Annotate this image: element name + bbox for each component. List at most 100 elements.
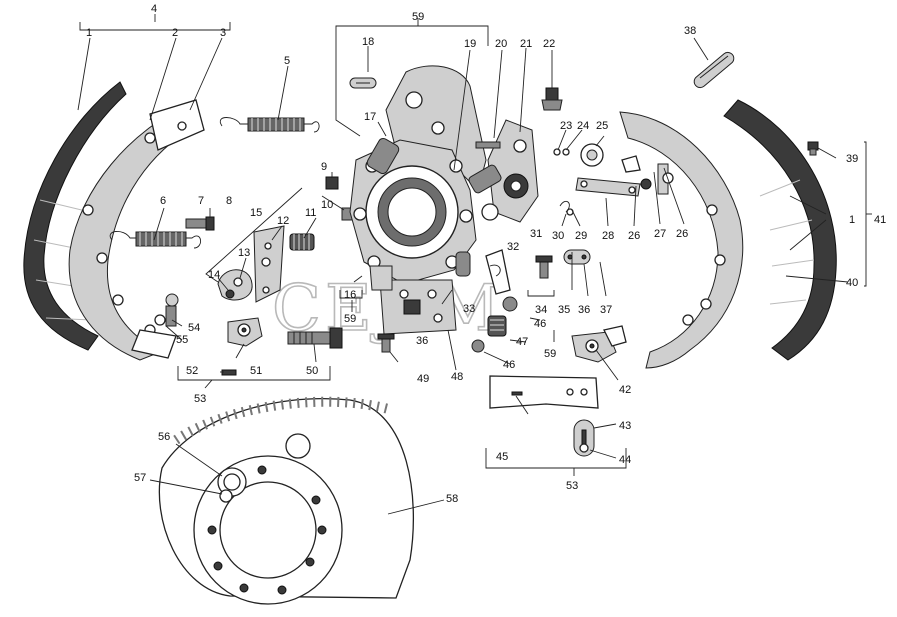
bracket-32 (485, 249, 511, 295)
pin-38 (693, 51, 735, 89)
key-18 (349, 77, 377, 89)
callout-39: 39 (846, 153, 858, 165)
worm-shaft-50 (287, 327, 343, 349)
callout-2: 2 (172, 27, 178, 39)
callout-43: 43 (619, 420, 631, 432)
key-20 (475, 141, 501, 149)
callout-48: 48 (451, 371, 463, 383)
callout-30: 30 (552, 230, 564, 242)
callout-35: 35 (558, 304, 570, 316)
washer-46 (471, 296, 518, 353)
callout-6: 6 (160, 195, 166, 207)
callout-55: 55 (176, 334, 188, 346)
callout-47: 47 (516, 336, 528, 348)
callout-59-left: 59 (344, 313, 356, 325)
nut-9 (325, 176, 339, 190)
callout-1: 1 (86, 27, 92, 39)
callout-4: 4 (151, 3, 157, 15)
callout-20: 20 (495, 38, 507, 50)
callout-21: 21 (520, 38, 532, 50)
callout-34: 34 (535, 304, 547, 316)
spring-29-30 (559, 200, 574, 216)
slot-plate-35-37 (563, 249, 591, 265)
callout-1-right: 1 (849, 214, 855, 226)
callout-36-b: 36 (416, 335, 428, 347)
bolt-7 (185, 216, 215, 231)
callout-31: 31 (530, 228, 542, 240)
callout-19: 19 (464, 38, 476, 50)
slotted-plate-43-44 (573, 419, 595, 457)
callout-9: 9 (321, 161, 327, 173)
right-brake-lining (723, 99, 837, 361)
spring-47 (487, 315, 507, 337)
callout-46-b: 46 (503, 359, 515, 371)
lower-return-spring (109, 231, 201, 249)
rivet-39 (807, 141, 819, 156)
callout-5: 5 (284, 55, 290, 67)
callout-53-left: 53 (194, 393, 206, 405)
bolt-52 (221, 369, 237, 376)
callout-26-b: 26 (676, 228, 688, 240)
left-brake-lining (23, 81, 127, 351)
cam-plate-12-13 (217, 225, 285, 303)
callout-13: 13 (238, 247, 250, 259)
grease-fitting-22 (541, 87, 563, 111)
callout-17: 17 (364, 111, 376, 123)
callout-59-top: 59 (412, 11, 424, 23)
callout-59-right: 59 (544, 348, 556, 360)
callout-54: 54 (188, 322, 200, 334)
callout-25: 25 (596, 120, 608, 132)
callout-58: 58 (446, 493, 458, 505)
brake-support-bracket (349, 65, 487, 285)
adjusting-lever-51 (227, 317, 263, 347)
callout-52: 52 (186, 365, 198, 377)
callout-28: 28 (602, 230, 614, 242)
callout-41: 41 (874, 214, 886, 226)
left-brake-shoe (68, 99, 205, 361)
plate-45 (489, 375, 599, 409)
bolt-49 (377, 333, 395, 353)
callout-8: 8 (226, 195, 232, 207)
callout-7: 7 (198, 195, 204, 207)
callout-36-a: 36 (578, 304, 590, 316)
right-brake-shoe (619, 111, 744, 369)
callout-37: 37 (600, 304, 612, 316)
anchor-pin-54-55 (154, 293, 179, 327)
callout-24: 24 (577, 120, 589, 132)
anchor-bracket-48 (369, 265, 457, 335)
callout-23: 23 (560, 120, 572, 132)
callout-29: 29 (575, 230, 587, 242)
callout-40: 40 (846, 277, 858, 289)
callout-12: 12 (277, 215, 289, 227)
callout-38: 38 (684, 25, 696, 37)
callout-51: 51 (250, 365, 262, 377)
bolt-34 (535, 255, 553, 279)
callout-32: 32 (507, 241, 519, 253)
callout-45: 45 (496, 451, 508, 463)
brake-drum (158, 396, 415, 605)
adjusting-lever-42 (571, 325, 627, 363)
callout-3: 3 (220, 27, 226, 39)
upper-return-spring (219, 117, 320, 133)
callout-11: 11 (305, 207, 316, 219)
callout-33: 33 (463, 303, 475, 315)
link-28 (575, 177, 641, 197)
callout-22: 22 (543, 38, 555, 50)
leader-lines (77, 14, 872, 515)
callout-10: 10 (321, 199, 333, 211)
callout-50: 50 (306, 365, 318, 377)
callout-53-right: 53 (566, 480, 578, 492)
callout-49: 49 (417, 373, 429, 385)
bushing-25 (580, 143, 604, 167)
callout-27: 27 (654, 228, 666, 240)
callout-57: 57 (134, 472, 146, 484)
callout-15: 15 (250, 207, 262, 219)
callout-42: 42 (619, 384, 631, 396)
callout-18: 18 (362, 36, 374, 48)
callout-labels: 4 1 2 3 5 6 7 8 9 10 11 12 13 14 15 16 1… (86, 3, 886, 505)
callout-14: 14 (208, 269, 220, 281)
callout-26-a: 26 (628, 230, 640, 242)
spring-11 (289, 233, 315, 251)
